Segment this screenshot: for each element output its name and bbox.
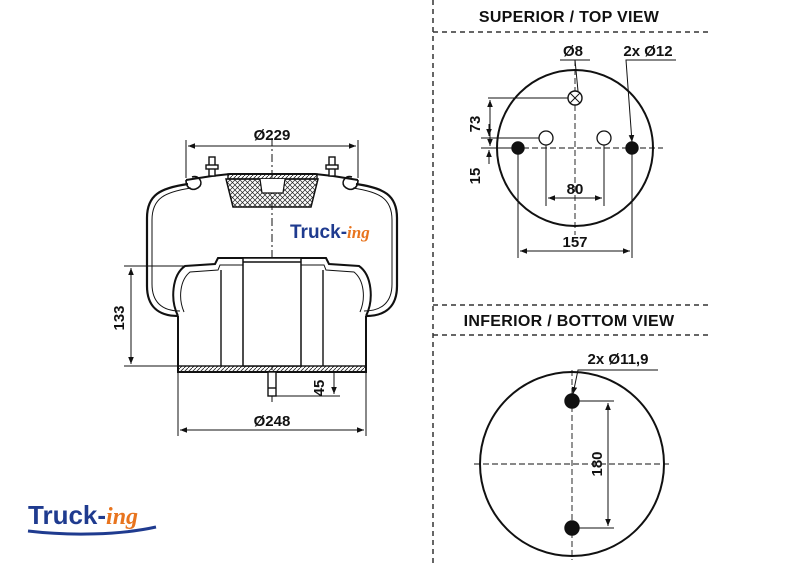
section-dividers xyxy=(432,0,708,565)
brand-logo-main: Truck- xyxy=(28,500,106,530)
dim-229-lines xyxy=(185,140,359,178)
bottom-hole-top xyxy=(564,393,580,409)
dim-15-label: 15 xyxy=(467,168,484,185)
svg-text:Truck-ing: Truck-ing xyxy=(290,222,370,243)
dim-133-lines xyxy=(124,265,190,367)
top-view xyxy=(481,59,676,258)
bottom-hole-bottom xyxy=(564,520,580,536)
bellow-logo-main: Truck- xyxy=(290,222,347,243)
top-plate xyxy=(185,156,359,208)
dim-top-holes-label: 2x Ø12 xyxy=(623,43,672,60)
dim-45-lines xyxy=(276,372,340,397)
bellow-logo: Truck-ing xyxy=(290,222,370,243)
piston xyxy=(172,257,372,397)
dim-229-label: Ø229 xyxy=(254,127,291,144)
dim-133-label: 133 xyxy=(111,305,128,330)
mount-hole-left xyxy=(511,141,525,155)
top-view-heading: SUPERIOR / TOP VIEW xyxy=(479,9,660,26)
dim-157-label: 157 xyxy=(562,234,587,251)
bottom-view xyxy=(474,369,670,560)
dim-73-label: 73 xyxy=(467,116,484,133)
dim-center-hole-label: Ø8 xyxy=(563,43,583,60)
brand-logo-suffix: ing xyxy=(106,504,138,530)
bellow-outline xyxy=(145,182,189,318)
svg-text:Truck-ing: Truck-ing xyxy=(28,500,138,530)
mount-hole-right xyxy=(625,141,639,155)
dim-248-label: Ø248 xyxy=(254,413,291,430)
bottom-view-heading: INFERIOR / BOTTOM VIEW xyxy=(464,313,675,330)
dim-45-label: 45 xyxy=(311,380,328,397)
dim-248-lines xyxy=(177,372,367,436)
bellow-logo-suffix: ing xyxy=(347,223,370,242)
dim-180-label: 180 xyxy=(589,451,606,476)
stud-hole-right xyxy=(596,130,612,146)
side-view xyxy=(124,138,399,436)
stud-hole-left xyxy=(538,130,554,146)
dim-80-label: 80 xyxy=(567,181,584,198)
dim-bottom-holes-label: 2x Ø11,9 xyxy=(588,351,649,368)
brand-logo: Truck-ing xyxy=(27,500,157,536)
